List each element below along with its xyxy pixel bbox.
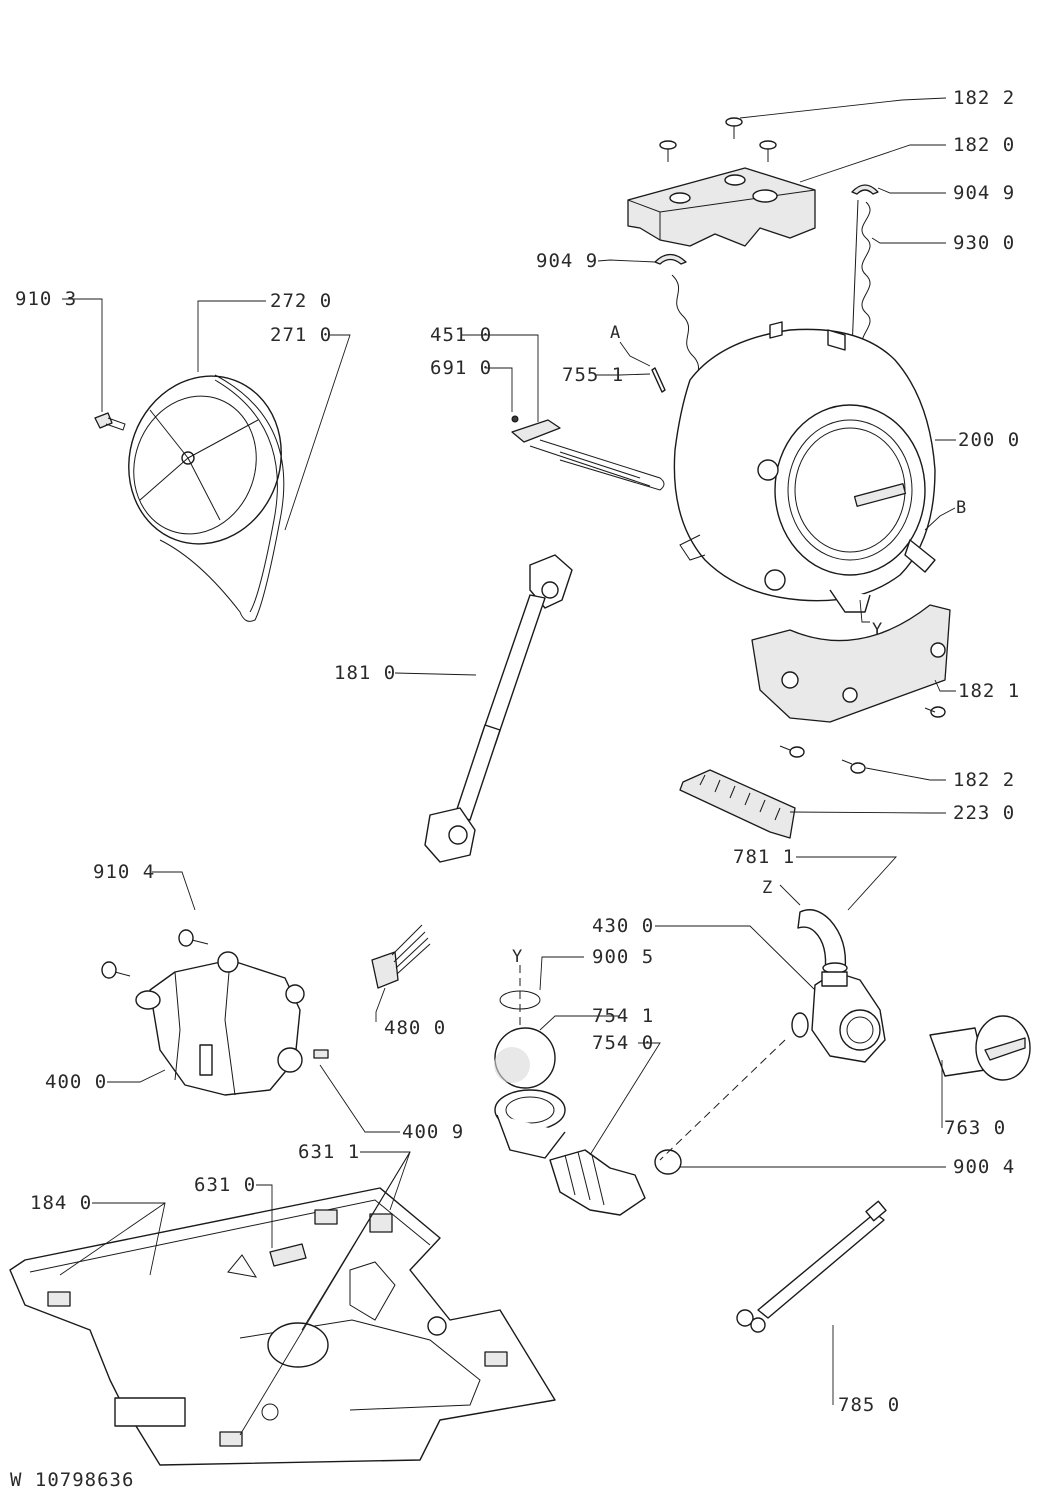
callout-184-0: 184 0 (30, 1192, 92, 1214)
callout-785-0: 785 0 (838, 1394, 900, 1416)
callout-271-0: 271 0 (270, 324, 332, 346)
base-clip (269, 1243, 307, 1267)
callout-labels: 182 2 182 0 904 9 930 0 904 9 910 3 272 … (15, 87, 1020, 1416)
callout-400-9: 400 9 (402, 1121, 464, 1143)
callout-691-0: 691 0 (430, 357, 492, 379)
callout-763-0: 763 0 (944, 1117, 1006, 1139)
ref-letter-y-top: Y (872, 620, 882, 640)
callout-480-0: 480 0 (384, 1017, 446, 1039)
callout-223-0: 223 0 (953, 802, 1015, 824)
callout-631-0: 631 0 (194, 1174, 256, 1196)
spring-clips (654, 184, 879, 265)
hose-clamp (654, 1149, 682, 1175)
callout-754-0: 754 0 (592, 1032, 654, 1054)
callout-910-3: 910 3 (15, 288, 77, 310)
heater-element (511, 367, 666, 491)
callout-272-0: 272 0 (270, 290, 332, 312)
ref-letter-a: A (610, 323, 620, 343)
document-id: W 10798636 (10, 1469, 134, 1491)
callout-754-1: 754 1 (592, 1005, 654, 1027)
callout-781-1: 781 1 (733, 846, 795, 868)
wiring-connector (371, 924, 431, 989)
ref-letter-z: Z (762, 878, 772, 898)
counterweight-front (751, 604, 951, 723)
callout-631-1: 631 1 (298, 1141, 360, 1163)
base-plate (9, 1187, 556, 1466)
callout-900-5: 900 5 (592, 946, 654, 968)
callout-182-2-top: 182 2 (953, 87, 1015, 109)
reference-letters: A B Y Y Z (512, 323, 966, 967)
callout-900-4: 900 4 (953, 1156, 1015, 1178)
callout-200-0: 200 0 (958, 429, 1020, 451)
sump-ball (494, 1027, 556, 1089)
shock-absorber (424, 554, 573, 863)
callout-930-0: 930 0 (953, 232, 1015, 254)
inlet-hose (736, 1200, 887, 1333)
drum-pulley (128, 375, 282, 545)
pump-filter (929, 1015, 1031, 1081)
callout-181-0: 181 0 (334, 662, 396, 684)
pulley-bolt (94, 412, 126, 431)
drive-motor (135, 951, 329, 1096)
ref-letter-y-bottom: Y (512, 947, 522, 967)
callout-755-1: 755 1 (562, 364, 624, 386)
callout-904-9-left: 904 9 (536, 250, 598, 272)
screws-front (779, 706, 946, 774)
drain-pump (791, 971, 886, 1063)
callout-430-0: 430 0 (592, 915, 654, 937)
callout-182-2-bottom: 182 2 (953, 769, 1015, 791)
tub-assembly (673, 321, 936, 613)
ref-letter-b: B (956, 498, 966, 518)
callout-451-0: 451 0 (430, 324, 492, 346)
callout-910-4: 910 4 (93, 861, 155, 883)
drive-belt (159, 374, 285, 622)
callout-400-0: 400 0 (45, 1071, 107, 1093)
damper-strip (679, 769, 796, 839)
callout-182-1: 182 1 (958, 680, 1020, 702)
callout-182-0: 182 0 (953, 134, 1015, 156)
sump-hose (494, 1089, 646, 1216)
drain-hose-elbow (797, 909, 848, 974)
screws-top (659, 117, 777, 162)
counterweight-top (627, 167, 816, 247)
callout-904-9-right: 904 9 (953, 182, 1015, 204)
leader-lines (59, 97, 956, 1436)
motor-bolts (101, 929, 209, 979)
